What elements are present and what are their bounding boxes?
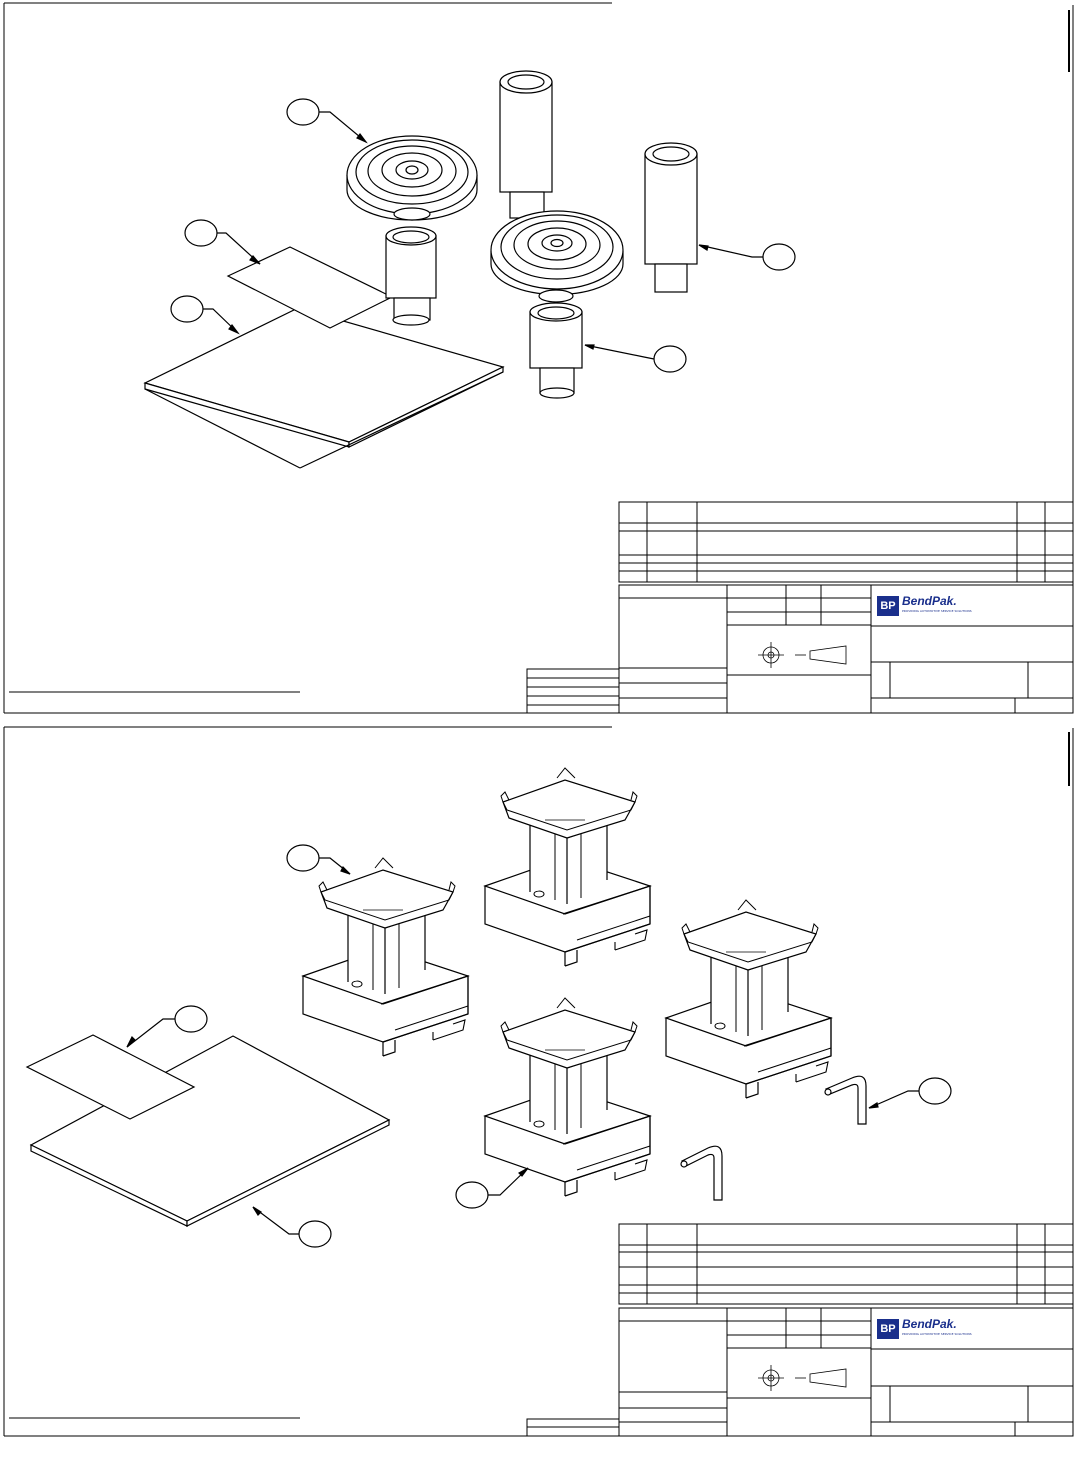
- revision-stack: [9, 1417, 620, 1437]
- callout-balloon: [174, 1005, 208, 1033]
- bp-mark: BP: [877, 596, 899, 616]
- brand-suffix: .: [953, 594, 957, 608]
- title-block: [618, 584, 1074, 714]
- brand-name: BendPak: [902, 1317, 954, 1331]
- brand-tagline: PROVIDING AUTOMOTIVE SERVICE SOLUTIONS: [902, 609, 972, 613]
- callout-balloon: [298, 1220, 332, 1248]
- tall-adapter-2: [644, 142, 698, 293]
- bill-of-materials-table: [618, 1223, 1074, 1305]
- callout-balloon: [170, 295, 204, 323]
- sheet-2-canvas: [3, 726, 1074, 1437]
- saddle-pad-left: [302, 857, 469, 1057]
- drawing-sheet-1: BP BendPak. PROVIDING AUTOMOTIVE SERVICE…: [0, 0, 1080, 718]
- callout-balloon: [286, 844, 320, 872]
- third-angle-projection-symbol: [758, 642, 847, 668]
- bill-of-materials-table: [618, 501, 1074, 583]
- bp-mark: BP: [877, 1319, 899, 1339]
- callout-balloon: [184, 219, 218, 247]
- big-flat-pad: [29, 1035, 391, 1227]
- callout-balloon: [762, 243, 796, 271]
- saddle-pad-right: [665, 899, 832, 1099]
- sheet-1-canvas: [3, 2, 1074, 714]
- drawing-sheet-2: BP BendPak. PROVIDING AUTOMOTIVE SERVICE…: [0, 722, 1080, 1470]
- l-pin-left: [680, 1145, 723, 1201]
- saddle-pad-front: [484, 997, 651, 1197]
- brand-tagline: PROVIDING AUTOMOTIVE SERVICE SOLUTIONS: [902, 1332, 972, 1336]
- title-block: [618, 1307, 1074, 1437]
- brand-name: BendPak: [902, 594, 954, 608]
- tall-adapter-1: [499, 70, 553, 219]
- callout-balloons: [170, 98, 796, 373]
- round-rubber-pad-1: [346, 135, 478, 326]
- third-angle-projection-symbol: [758, 1365, 847, 1391]
- large-flat-pad: [143, 307, 505, 469]
- revision-stack: [9, 668, 620, 714]
- saddle-pad-rear: [484, 767, 651, 967]
- callout-balloon: [653, 345, 687, 373]
- callout-balloon: [286, 98, 320, 126]
- brand-suffix: .: [953, 1317, 957, 1331]
- callout-balloons: [126, 844, 952, 1248]
- callout-balloon: [455, 1181, 489, 1209]
- bendpak-logo: BP BendPak. PROVIDING AUTOMOTIVE SERVICE…: [877, 1317, 997, 1341]
- round-rubber-pad-2: [490, 210, 624, 399]
- bendpak-logo: BP BendPak. PROVIDING AUTOMOTIVE SERVICE…: [877, 594, 997, 618]
- small-flat-pad: [25, 1034, 196, 1120]
- callout-balloon: [918, 1077, 952, 1105]
- l-pin-right: [824, 1075, 867, 1125]
